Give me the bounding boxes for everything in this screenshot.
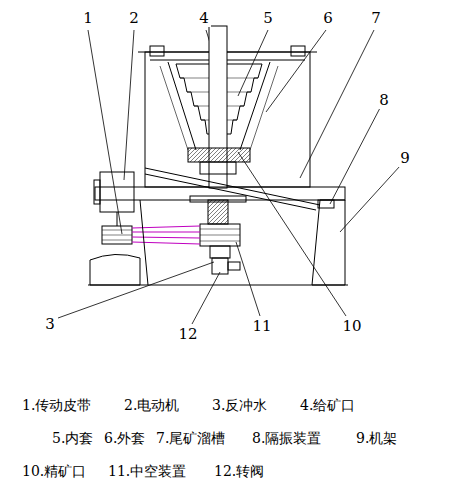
part-name: 8.隔振装置 <box>252 431 321 446</box>
isolation-mount <box>318 200 334 208</box>
bowl-base <box>188 148 250 162</box>
valve-port <box>228 262 240 270</box>
hollow-device <box>210 246 230 258</box>
frame-support <box>90 254 140 285</box>
feed-shaft <box>209 26 227 188</box>
spindle-column <box>208 200 228 224</box>
spindle-flange <box>190 196 246 202</box>
callout-number: 1 <box>81 10 95 27</box>
callout-number: 6 <box>321 10 335 27</box>
callout-number: 4 <box>197 10 211 27</box>
part-name: 7.尾矿溜槽 <box>156 431 225 446</box>
part-name: 3.反冲水 <box>212 398 267 413</box>
leader-lines <box>58 30 400 324</box>
part-name: 5.内套 <box>52 431 93 446</box>
callout-number: 11 <box>250 318 273 335</box>
part-name: 9.机架 <box>356 431 397 446</box>
callout-number: 12 <box>176 326 199 343</box>
part-name: 1.传动皮带 <box>22 398 91 413</box>
bearing-housing <box>200 162 236 174</box>
part-name: 12.转阀 <box>214 464 264 479</box>
tailing-chute <box>145 168 320 210</box>
frame-leg <box>312 200 345 285</box>
rotary-valve <box>212 258 228 274</box>
base-line <box>88 285 348 286</box>
part-name: 10.精矿口 <box>22 464 86 479</box>
frame-table <box>95 187 345 200</box>
motor <box>94 172 134 226</box>
callout-number: 3 <box>43 316 57 333</box>
part-name: 11.中空装置 <box>108 464 186 479</box>
frame-brace <box>140 200 148 285</box>
callout-number: 10 <box>340 318 363 335</box>
part-name: 2.电动机 <box>124 398 179 413</box>
callout-number: 9 <box>398 150 412 167</box>
callout-number: 7 <box>369 10 383 27</box>
part-name: 6.外套 <box>104 431 145 446</box>
inner-bowl <box>160 62 278 150</box>
callout-number: 8 <box>377 92 391 109</box>
callout-number: 2 <box>127 10 141 27</box>
callout-number: 5 <box>261 10 275 27</box>
part-name: 4.给矿口 <box>300 398 355 413</box>
